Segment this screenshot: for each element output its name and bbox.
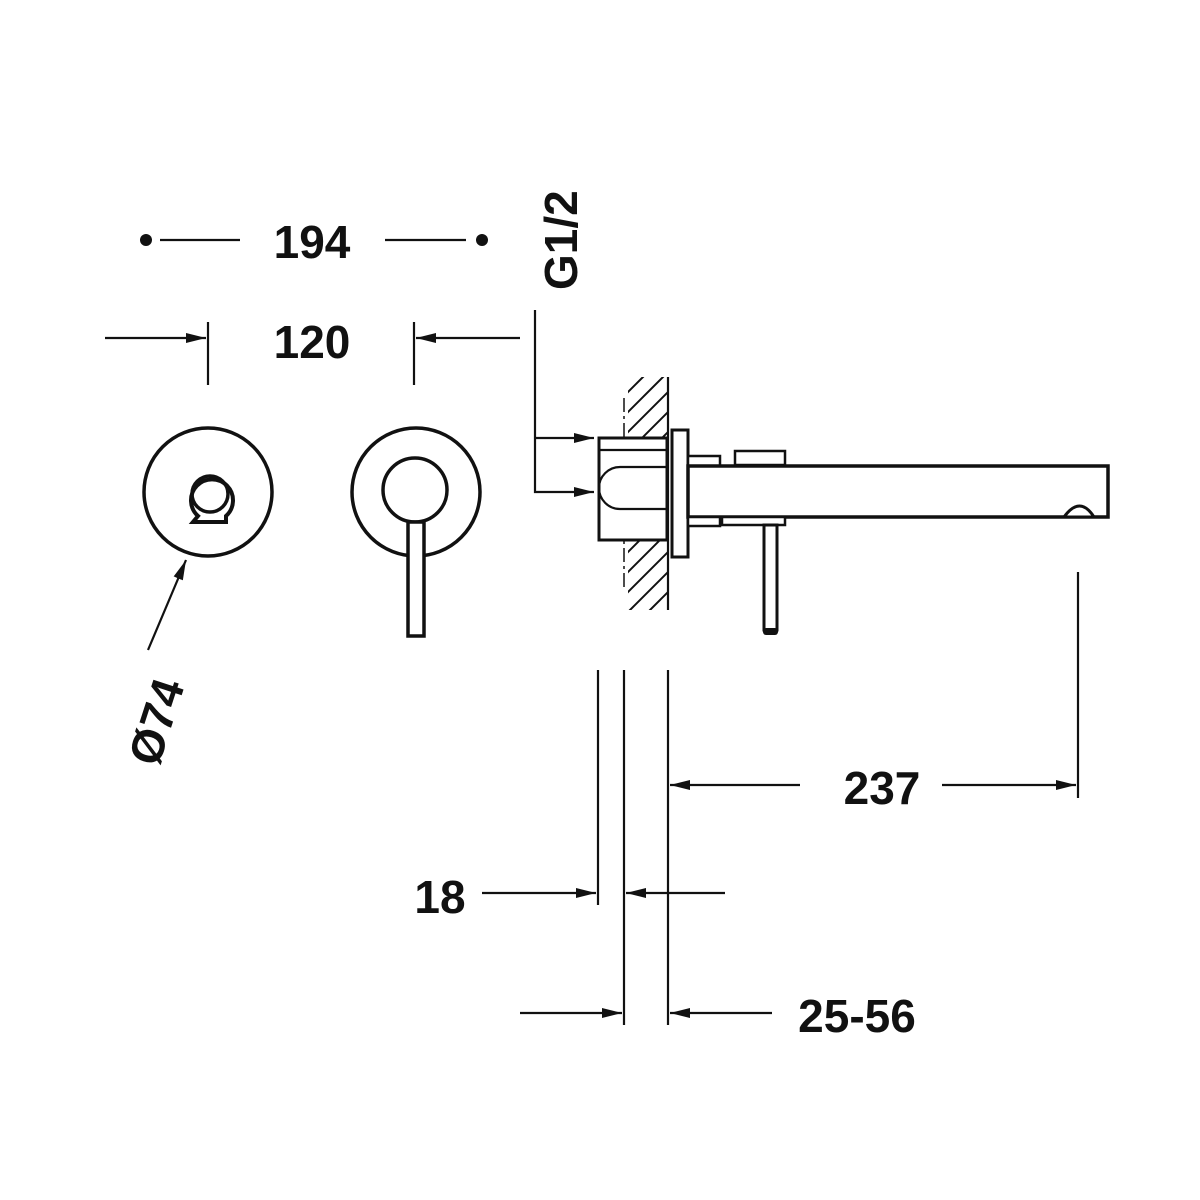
dimension-237: 237 — [670, 762, 1076, 814]
dimension-label-237: 237 — [844, 762, 921, 814]
spout-side-view — [597, 377, 1110, 635]
dimension-label-74: Ø74 — [118, 672, 194, 771]
dimension-label-g12: G1/2 — [535, 190, 587, 290]
dimension-label-25-56: 25-56 — [798, 990, 916, 1042]
diverter-rosette-front-view — [142, 426, 274, 558]
dimension-label-18: 18 — [414, 871, 465, 923]
dimension-label-194: 194 — [274, 216, 351, 268]
dimension-g12: G1/2 — [533, 190, 594, 497]
dimension-diameter-74: Ø74 — [118, 559, 195, 771]
dimension-194: 194 — [140, 216, 488, 268]
dimension-120: 120 — [105, 316, 520, 385]
extension-lines — [596, 572, 1080, 1025]
dimension-18: 18 — [414, 871, 725, 923]
dimension-label-120: 120 — [274, 316, 351, 368]
dimension-25-56: 25-56 — [520, 990, 916, 1042]
mixer-rosette-front-view — [350, 426, 482, 638]
